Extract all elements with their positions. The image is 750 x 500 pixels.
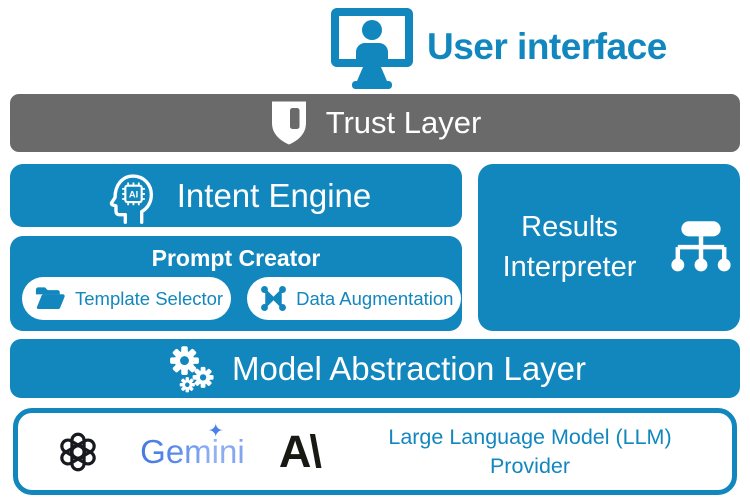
monitor-user-icon: [330, 5, 414, 91]
gears-icon: [164, 343, 218, 395]
data-nodes-icon: [260, 285, 287, 312]
user-interface-title: User interface: [427, 26, 667, 67]
ai-head-icon: AI: [101, 167, 159, 225]
sitemap-icon: [668, 218, 734, 278]
model-abstraction-box: Model Abstraction Layer: [10, 339, 740, 398]
data-augmentation-pill: Data Augmentation: [247, 277, 462, 320]
llm-provider-label: Large Language Model (LLM) Provider: [388, 425, 672, 478]
prompt-creator-box: Prompt Creator Template Selector: [10, 236, 462, 331]
prompt-creator-title: Prompt Creator: [151, 245, 321, 271]
trust-layer-label: Trust Layer: [325, 105, 482, 140]
template-selector-label: Template Selector: [75, 287, 224, 309]
gemini-logo: Gemini✦: [140, 421, 245, 471]
results-interpreter-box: Results Interpreter: [478, 164, 740, 331]
intent-engine-box: AI Intent Engine: [10, 164, 462, 227]
prompt-creator-children: Template Selector Data Augmentation: [22, 277, 462, 320]
gemini-star-icon: ✦: [207, 420, 224, 442]
ai-chip-label: AI: [129, 189, 138, 199]
intent-engine-label: Intent Engine: [176, 176, 372, 214]
trust-layer-box: Trust Layer: [10, 94, 740, 152]
results-interpreter-label: Results Interpreter: [502, 211, 637, 283]
gemini-wordmark: Gemini: [140, 432, 245, 470]
shield-icon: [269, 100, 309, 146]
data-augmentation-label: Data Augmentation: [296, 287, 454, 309]
folder-open-icon: [35, 286, 66, 311]
anthropic-logo: A\: [278, 425, 322, 477]
llm-provider-box: Gemini✦ A\ Large Language Model (LLM) Pr…: [13, 408, 737, 495]
openai-logo-icon: [50, 424, 106, 480]
model-abstraction-label: Model Abstraction Layer: [231, 349, 587, 387]
template-selector-pill: Template Selector: [22, 277, 232, 320]
